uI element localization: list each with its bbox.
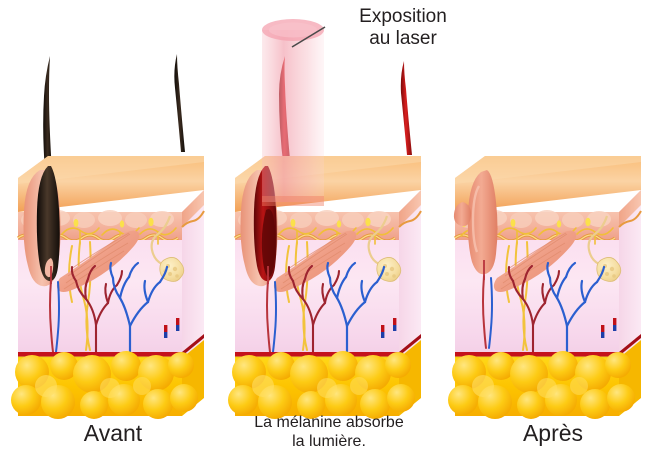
panel-after [448, 154, 643, 419]
follicle-before [23, 166, 61, 287]
panel-during [228, 19, 423, 419]
hair-shaft-during-2 [400, 61, 412, 155]
laser-exposure-annotation: Exposition au laser [359, 6, 447, 49]
panel-before [11, 54, 206, 419]
caption-after: Après [522, 420, 584, 446]
laser-beam [262, 19, 324, 206]
hair-shaft-before-1 [43, 56, 52, 172]
hair-shaft-before-2 [174, 54, 185, 152]
follicle-after-empty [453, 170, 498, 280]
leader-line-icon [291, 26, 326, 48]
caption-during: La mélanine absorbe la lumière. [254, 414, 404, 450]
caption-before: Avant [83, 420, 143, 446]
